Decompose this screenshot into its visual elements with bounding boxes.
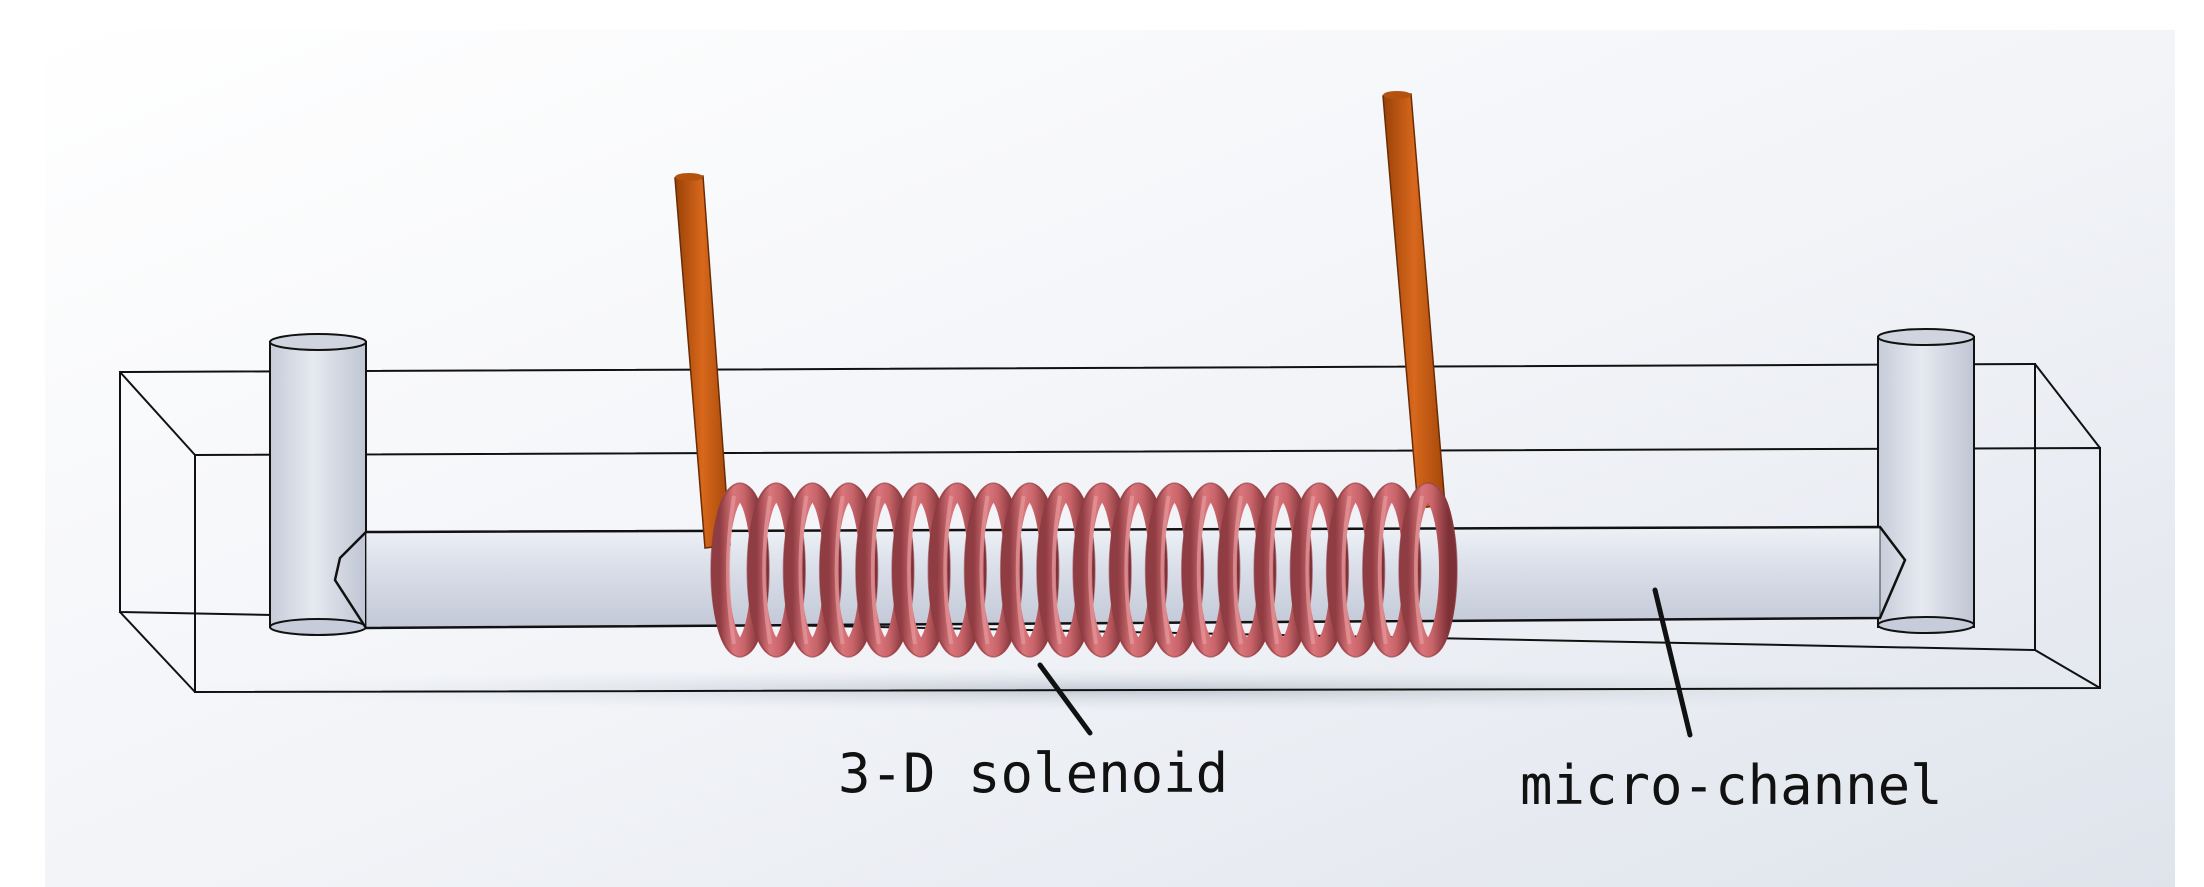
lead-wires — [674, 91, 1446, 549]
background — [45, 30, 2175, 887]
solenoid-label: 3-D solenoid — [838, 742, 1228, 805]
box-edge-br — [2034, 649, 2101, 689]
channel-leader-line — [1652, 587, 1693, 738]
leader-lines — [1037, 587, 1693, 738]
box-edge-bl — [119, 611, 196, 693]
box-edge-tl — [119, 371, 196, 456]
outlet-port — [1877, 328, 1975, 634]
inlet-port — [269, 333, 367, 636]
box-edge-tr — [2034, 363, 2101, 449]
coil-turn — [1398, 482, 1458, 658]
solenoid-leader-line — [1037, 662, 1093, 736]
substrate-box — [119, 362, 2101, 694]
solenoid-coil — [710, 482, 1458, 658]
channel-label: micro-channel — [1520, 754, 1943, 817]
